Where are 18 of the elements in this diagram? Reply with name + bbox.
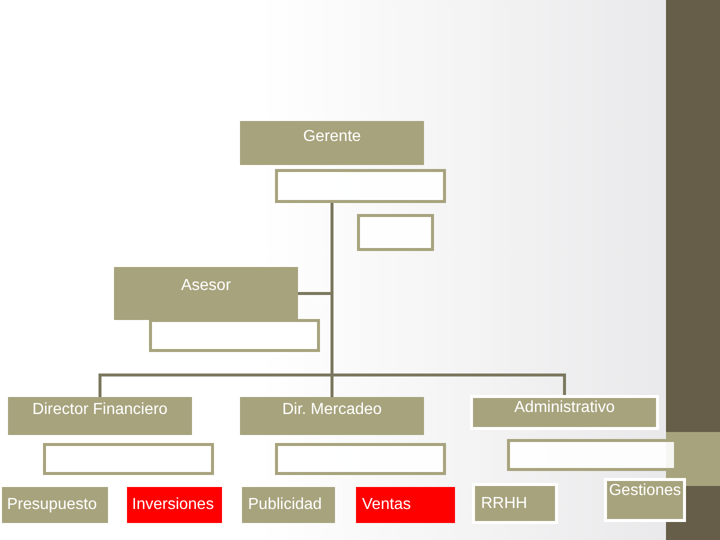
empty-name-box (149, 319, 320, 352)
position-box: RRHH (472, 483, 558, 524)
position-box: Asesor (114, 267, 298, 320)
empty-name-box (275, 443, 446, 475)
empty-name-box (357, 214, 434, 251)
position-box: Administrativo (470, 395, 659, 430)
position-box: Gestiones (604, 478, 686, 522)
empty-name-box (43, 443, 214, 475)
position-box: Presupuesto (2, 487, 108, 523)
position-box: Ventas (356, 487, 455, 523)
position-box: Publicidad (242, 487, 335, 523)
position-box: Dir. Mercadeo (240, 397, 424, 435)
connector-line (330, 203, 566, 395)
empty-name-box (507, 439, 677, 471)
position-box: Director Financiero (8, 397, 192, 435)
position-box: Gerente (240, 121, 424, 165)
empty-name-box (275, 169, 446, 203)
position-box: Inversiones (127, 487, 222, 523)
